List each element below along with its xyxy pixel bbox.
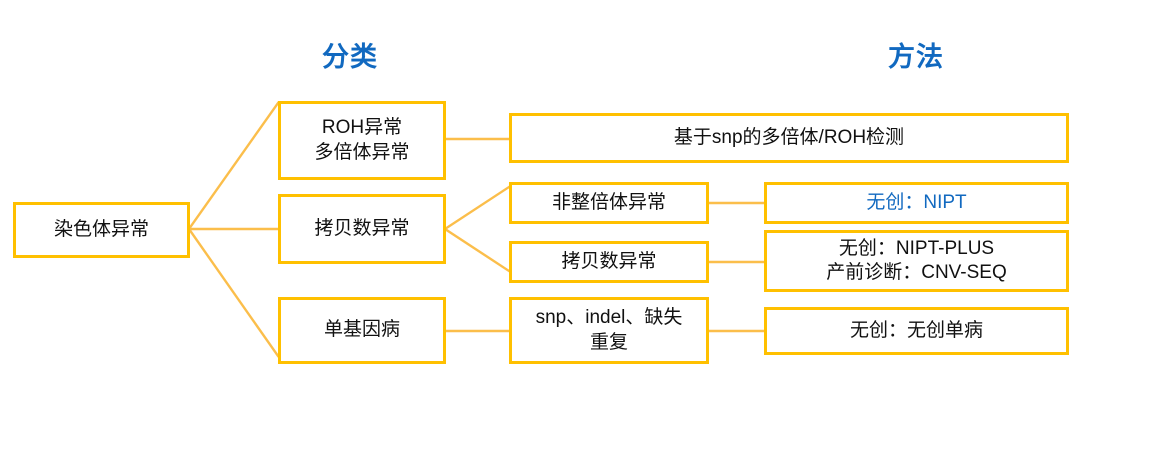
node-method-snp-polyploid-roh[interactable]: 基于snp的多倍体/ROH检测 [509, 113, 1069, 163]
node-subcategory-copy-number-label: 拷贝数异常 [561, 250, 657, 272]
node-category-monogenic[interactable]: 单基因病 [278, 297, 446, 364]
node-category-cnv-label: 拷贝数异常 [314, 217, 410, 239]
node-root-chromosome-abnormality[interactable]: 染色体异常 [13, 202, 190, 258]
link-cnv-aneuploidy [443, 185, 511, 231]
column-title-classification: 分类 [322, 42, 378, 72]
column-title-method: 方法 [888, 42, 944, 72]
link-root-roh [187, 101, 280, 231]
node-method-noninvasive-single-disease[interactable]: 无创：无创单病 [764, 307, 1069, 355]
node-category-roh[interactable]: ROH异常 多倍体异常 [278, 101, 446, 180]
node-subcategory-aneuploidy-label: 非整倍体异常 [551, 191, 666, 213]
node-subcategory-aneuploidy[interactable]: 非整倍体异常 [509, 182, 709, 224]
node-method-snp-polyploid-roh-label: 基于snp的多倍体/ROH检测 [673, 126, 905, 148]
node-subcategory-copy-number[interactable]: 拷贝数异常 [509, 241, 709, 283]
node-subcategory-snp-indel[interactable]: snp、indel、缺失 重复 [509, 297, 709, 364]
node-method-nipt-plus-cnvseq-label: 无创：NIPT-PLUS 产前诊断：CNV-SEQ [826, 237, 1007, 283]
node-method-nipt[interactable]: 无创：NIPT [764, 182, 1069, 224]
node-method-nipt-label: 无创：NIPT [866, 191, 967, 213]
link-root-monogenic [187, 227, 280, 358]
node-subcategory-snp-indel-label: snp、indel、缺失 重复 [535, 307, 683, 353]
node-method-nipt-plus-cnvseq[interactable]: 无创：NIPT-PLUS 产前诊断：CNV-SEQ [764, 230, 1069, 292]
node-method-noninvasive-single-disease-label: 无创：无创单病 [849, 319, 983, 341]
node-category-roh-label: ROH异常 多倍体异常 [314, 117, 410, 163]
node-category-monogenic-label: 单基因病 [323, 319, 400, 341]
node-category-cnv[interactable]: 拷贝数异常 [278, 194, 446, 264]
link-cnv-copynumber [443, 227, 511, 273]
node-root-label: 染色体异常 [53, 218, 149, 240]
